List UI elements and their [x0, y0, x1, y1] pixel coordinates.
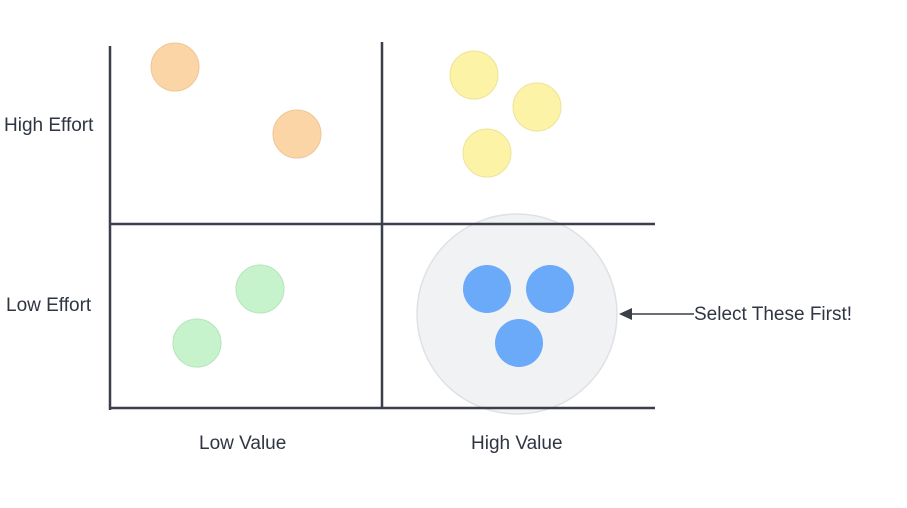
column-label-low-value: Low Value [199, 433, 287, 454]
highlight-circle [416, 213, 618, 415]
row-label-low-effort: Low Effort [6, 295, 92, 316]
item-low-effort-low-value[interactable] [235, 264, 285, 314]
callout-text: Select These First! [694, 304, 853, 325]
item-high-effort-low-value[interactable] [150, 42, 200, 92]
item-high-effort-high-value[interactable] [462, 128, 512, 178]
item-high-effort-high-value[interactable] [512, 82, 562, 132]
arrow-left-icon [619, 308, 694, 320]
item-high-effort-high-value[interactable] [449, 50, 499, 100]
column-label-high-value: High Value [471, 433, 563, 454]
row-label-high-effort: High Effort [4, 115, 94, 136]
item-low-effort-high-value[interactable] [526, 265, 574, 313]
item-low-effort-high-value[interactable] [495, 319, 543, 367]
item-low-effort-low-value[interactable] [172, 318, 222, 368]
item-low-effort-high-value[interactable] [463, 265, 511, 313]
item-high-effort-low-value[interactable] [272, 109, 322, 159]
